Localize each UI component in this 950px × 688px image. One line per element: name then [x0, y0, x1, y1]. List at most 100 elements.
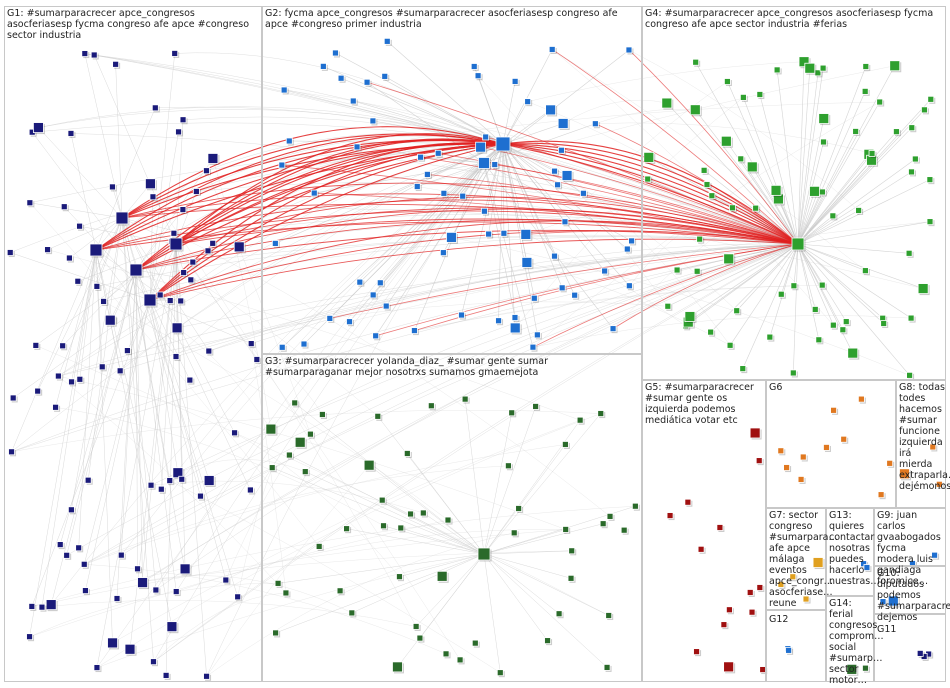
node-g2: [580, 189, 588, 198]
node-g1: [189, 258, 198, 267]
edge-red: [595, 123, 799, 245]
edge-g4: [797, 243, 924, 289]
edge-g2: [303, 162, 485, 345]
node-g4: [861, 267, 870, 276]
edge-red: [95, 221, 799, 251]
edge-cross: [155, 243, 799, 591]
node-g4: [766, 333, 775, 342]
edge-red: [480, 146, 799, 245]
edge-red: [95, 139, 504, 251]
edge-cross: [169, 480, 501, 673]
edge-g3: [483, 406, 536, 555]
edge-g4: [797, 243, 912, 319]
edge-red: [175, 196, 799, 245]
hub-node: [143, 293, 158, 308]
edge-red: [281, 164, 799, 245]
edge-g1: [87, 217, 123, 481]
node-g10: [887, 595, 900, 608]
edge-g2: [502, 143, 505, 234]
node-g3: [272, 629, 281, 638]
edge-g3: [483, 553, 572, 579]
panel-g9: [874, 508, 946, 566]
node-g4: [692, 58, 701, 67]
edge-g1: [64, 206, 151, 301]
node-g5: [723, 661, 736, 674]
edge-red: [502, 142, 799, 245]
node-g4: [839, 326, 848, 335]
edge-g4: [797, 61, 805, 245]
node-g3: [318, 411, 327, 419]
node-g4: [773, 66, 782, 75]
node-g4: [664, 302, 673, 311]
node-g4: [842, 318, 851, 327]
edge-g1: [85, 299, 151, 591]
node-g3: [496, 669, 505, 678]
node-g2: [356, 278, 365, 287]
edge-g2: [340, 77, 504, 145]
edge-cross: [628, 49, 859, 211]
edge-cross: [155, 143, 504, 591]
panel-g2: [262, 6, 642, 354]
edge-cross: [525, 234, 686, 326]
edge-g3: [351, 553, 485, 614]
node-g4: [707, 328, 716, 337]
node-g4: [908, 124, 917, 133]
panel-g12: [766, 610, 826, 682]
node-g6: [797, 476, 806, 484]
edge-g1: [29, 202, 123, 219]
edge-g2: [502, 123, 564, 145]
node-g3: [397, 524, 406, 533]
node-g3: [363, 459, 376, 472]
node-g8: [899, 468, 912, 481]
node-g2: [383, 37, 392, 46]
edge-g1: [38, 127, 123, 219]
node-g1: [8, 448, 17, 457]
node-g3: [444, 516, 453, 525]
node-g2: [363, 78, 372, 87]
node-g4: [927, 95, 936, 104]
edge-g4: [797, 154, 870, 245]
edge-cross: [31, 506, 636, 607]
edge-g1: [13, 299, 151, 399]
node-g2: [353, 143, 362, 152]
node-g1: [149, 193, 158, 202]
edge-g2: [483, 162, 614, 329]
node-g3: [555, 610, 564, 619]
edge-g1: [175, 119, 184, 245]
edge-g3: [346, 528, 485, 555]
node-g1: [66, 254, 74, 263]
edge-cross: [206, 465, 370, 677]
edge-g1: [135, 158, 214, 271]
edge-g1: [135, 269, 191, 381]
edge-red: [427, 174, 799, 245]
edge-cross: [70, 133, 799, 245]
edge-cross: [414, 285, 794, 331]
node-g1: [179, 206, 188, 215]
node-g3: [412, 623, 421, 631]
node-g3: [505, 462, 513, 471]
node-g4: [729, 204, 737, 213]
edge-g1: [55, 249, 97, 408]
edge-red: [502, 143, 799, 245]
hub-node: [791, 237, 806, 252]
node-g2: [530, 294, 539, 303]
edge-g2: [477, 75, 504, 145]
panel-g6: [766, 380, 896, 508]
node-g2: [332, 49, 340, 58]
node-g3: [532, 403, 541, 411]
node-g1: [52, 403, 61, 412]
edge-g4: [797, 191, 823, 245]
edge-g4: [793, 243, 799, 286]
edge-g4: [797, 158, 916, 245]
node-g4: [926, 176, 935, 185]
node-g4: [893, 128, 901, 137]
edge-cross: [349, 221, 931, 322]
node-g14: [862, 664, 870, 673]
node-g4: [906, 371, 915, 380]
node-g2: [285, 137, 294, 146]
node-g4: [819, 64, 828, 73]
edge-g2: [420, 156, 485, 164]
node-g3: [606, 512, 615, 521]
node-g6: [857, 395, 866, 404]
node-g4: [847, 347, 860, 360]
